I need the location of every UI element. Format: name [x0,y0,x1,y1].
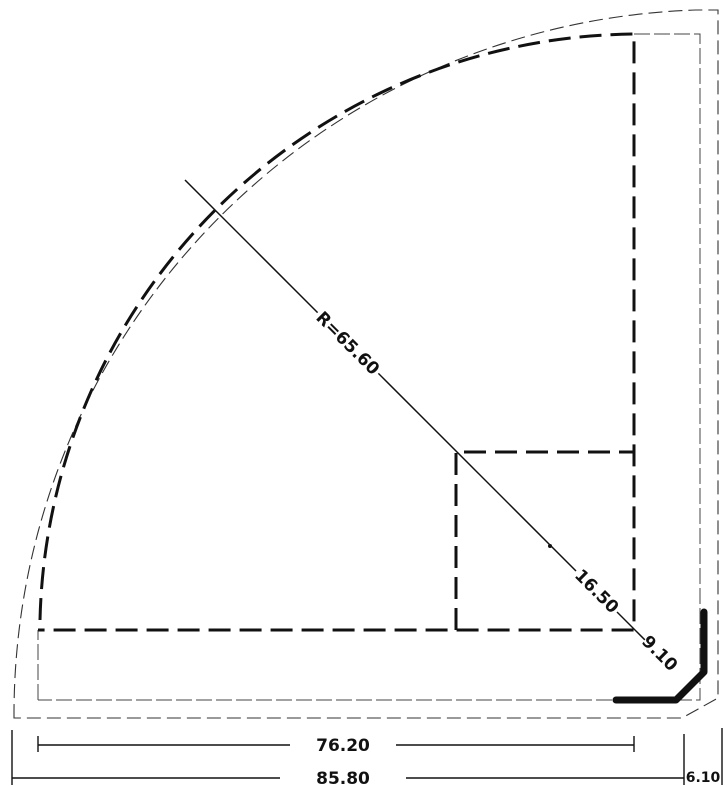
gap-label: 6.10 [686,770,721,786]
offset-a-label: 16.50 [570,566,622,618]
inner-boundary [37,33,701,701]
outer-width-label: 85.80 [316,769,370,788]
center-mark [548,544,552,548]
corner-wall [612,608,708,704]
inner-width-label: 76.20 [316,736,370,756]
inner-square [454,450,634,630]
quarter-circle-base [38,32,636,632]
radius-label: R=65.60 [312,308,384,380]
outer-boundary [13,9,719,719]
offset-b-label: 9.10 [637,632,681,676]
